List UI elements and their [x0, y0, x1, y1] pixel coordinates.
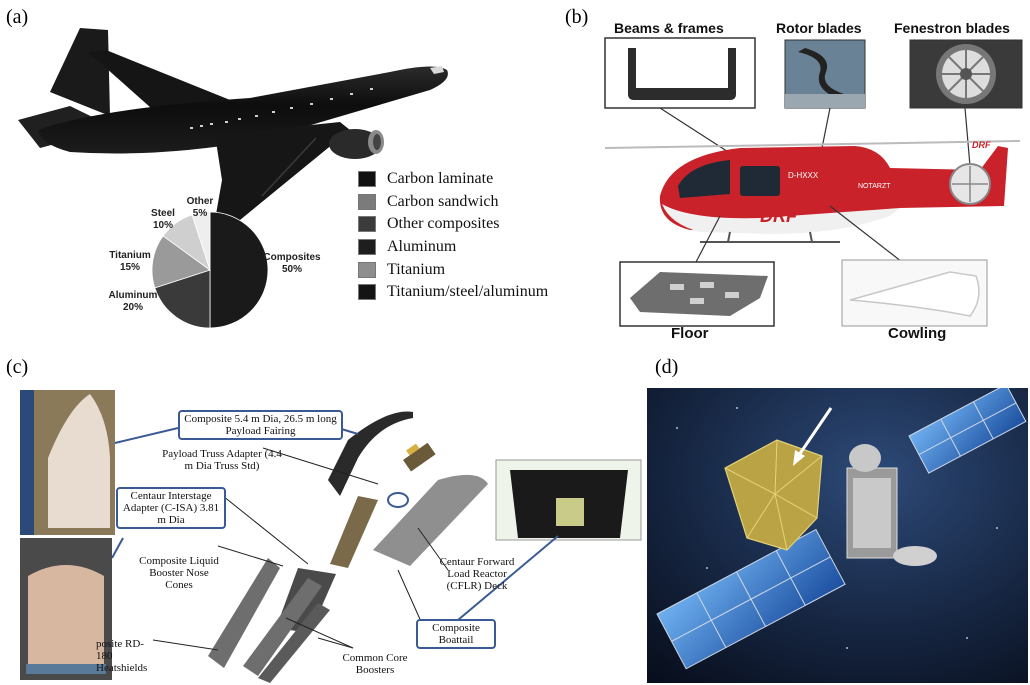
pie-label-composites: Composites 50% [252, 252, 332, 276]
pie-label-other-name: Other [186, 196, 214, 207]
panel-c-label: (c) [6, 356, 29, 378]
materials-legend: Carbon laminate Carbon sandwich Other co… [358, 168, 548, 304]
materials-pie-chart [151, 211, 269, 329]
pie-label-composites-value: 50% [281, 264, 302, 275]
pie-label-titanium: Titanium 15% [100, 250, 160, 274]
callout-beams-frames: Beams & frames [614, 20, 724, 36]
legend-label: Carbon sandwich [387, 192, 499, 210]
pie-label-steel-name: Steel [151, 208, 175, 219]
panel-b-label: (b) [565, 6, 589, 28]
legend-item: Carbon laminate [358, 168, 548, 191]
panel-d-label: (d) [655, 356, 679, 378]
panel-a-label: (a) [6, 6, 29, 28]
pie-label-aluminum-name: Aluminum [108, 290, 158, 301]
legend-swatch [358, 171, 376, 188]
livery-drf: DRF [760, 206, 798, 226]
legend-swatch [358, 239, 376, 256]
pie-slice-other [191, 211, 211, 271]
pie-label-aluminum-value: 20% [122, 302, 143, 313]
legend-item: Other composites [358, 213, 548, 236]
legend-item: Titanium [358, 258, 548, 281]
legend-item: Titanium/steel/aluminum [358, 281, 548, 304]
label-common-core-boosters: Common Core Boosters [342, 652, 408, 676]
callout-cowling: Cowling [888, 325, 947, 342]
pie-label-steel-value: 10% [152, 220, 173, 231]
livery-registration: D-HXXX [788, 171, 819, 180]
legend-item: Carbon sandwich [358, 191, 548, 214]
legend-swatch [358, 284, 376, 301]
legend-label: Aluminum [387, 238, 457, 256]
label-rd180-heatshields: posite RD-180 Heatshields [96, 638, 148, 674]
legend-swatch [358, 193, 376, 210]
livery-drf-tail: DRF [972, 140, 991, 150]
pie-label-titanium-value: 15% [119, 262, 140, 273]
legend-label: Carbon laminate [387, 170, 494, 188]
pie-label-composites-name: Composites [263, 252, 321, 263]
satellite-illustration [647, 388, 1028, 683]
callout-floor: Floor [671, 325, 709, 342]
label-composite-boattail: Composite Boattail [416, 619, 496, 649]
legend-label: Titanium/steel/aluminum [387, 283, 549, 301]
pie-slice-aluminum [154, 269, 211, 329]
airplane-illustration [18, 28, 448, 220]
pie-slice-composites [209, 211, 269, 329]
livery-notarzt: NOTARZT [858, 183, 891, 190]
pie-label-other: Other 5% [180, 196, 220, 220]
legend-swatch [358, 216, 376, 233]
pie-label-other-value: 5% [192, 208, 208, 219]
pie-label-aluminum: Aluminum 20% [98, 290, 168, 314]
label-interstage-adapter: Centaur Interstage Adapter (C-ISA) 3.81 … [116, 487, 226, 529]
legend-label: Other composites [387, 215, 500, 233]
callout-fenestron-blades: Fenestron blades [894, 20, 1010, 36]
pie-label-titanium-name: Titanium [109, 250, 151, 261]
legend-label: Titanium [387, 260, 446, 278]
label-payload-fairing: Composite 5.4 m Dia, 26.5 m long Payload… [178, 410, 343, 440]
rocket-composites-illustration [20, 390, 642, 683]
legend-item: Aluminum [358, 236, 548, 259]
label-cflr-deck: Centaur Forward Load Reactor (CFLR) Deck [439, 556, 515, 592]
pie-slice-titanium [151, 235, 211, 289]
legend-swatch [358, 261, 376, 278]
helicopter-illustration: DRF D-HXXX NOTARZT DRF [604, 37, 1023, 327]
label-booster-nose-cones: Composite Liquid Booster Nose Cones [139, 555, 219, 591]
label-payload-truss-adapter: Payload Truss Adapter (4.4 m Dia Truss S… [162, 448, 282, 472]
pie-label-steel: Steel 10% [143, 208, 183, 232]
callout-rotor-blades: Rotor blades [776, 20, 862, 36]
